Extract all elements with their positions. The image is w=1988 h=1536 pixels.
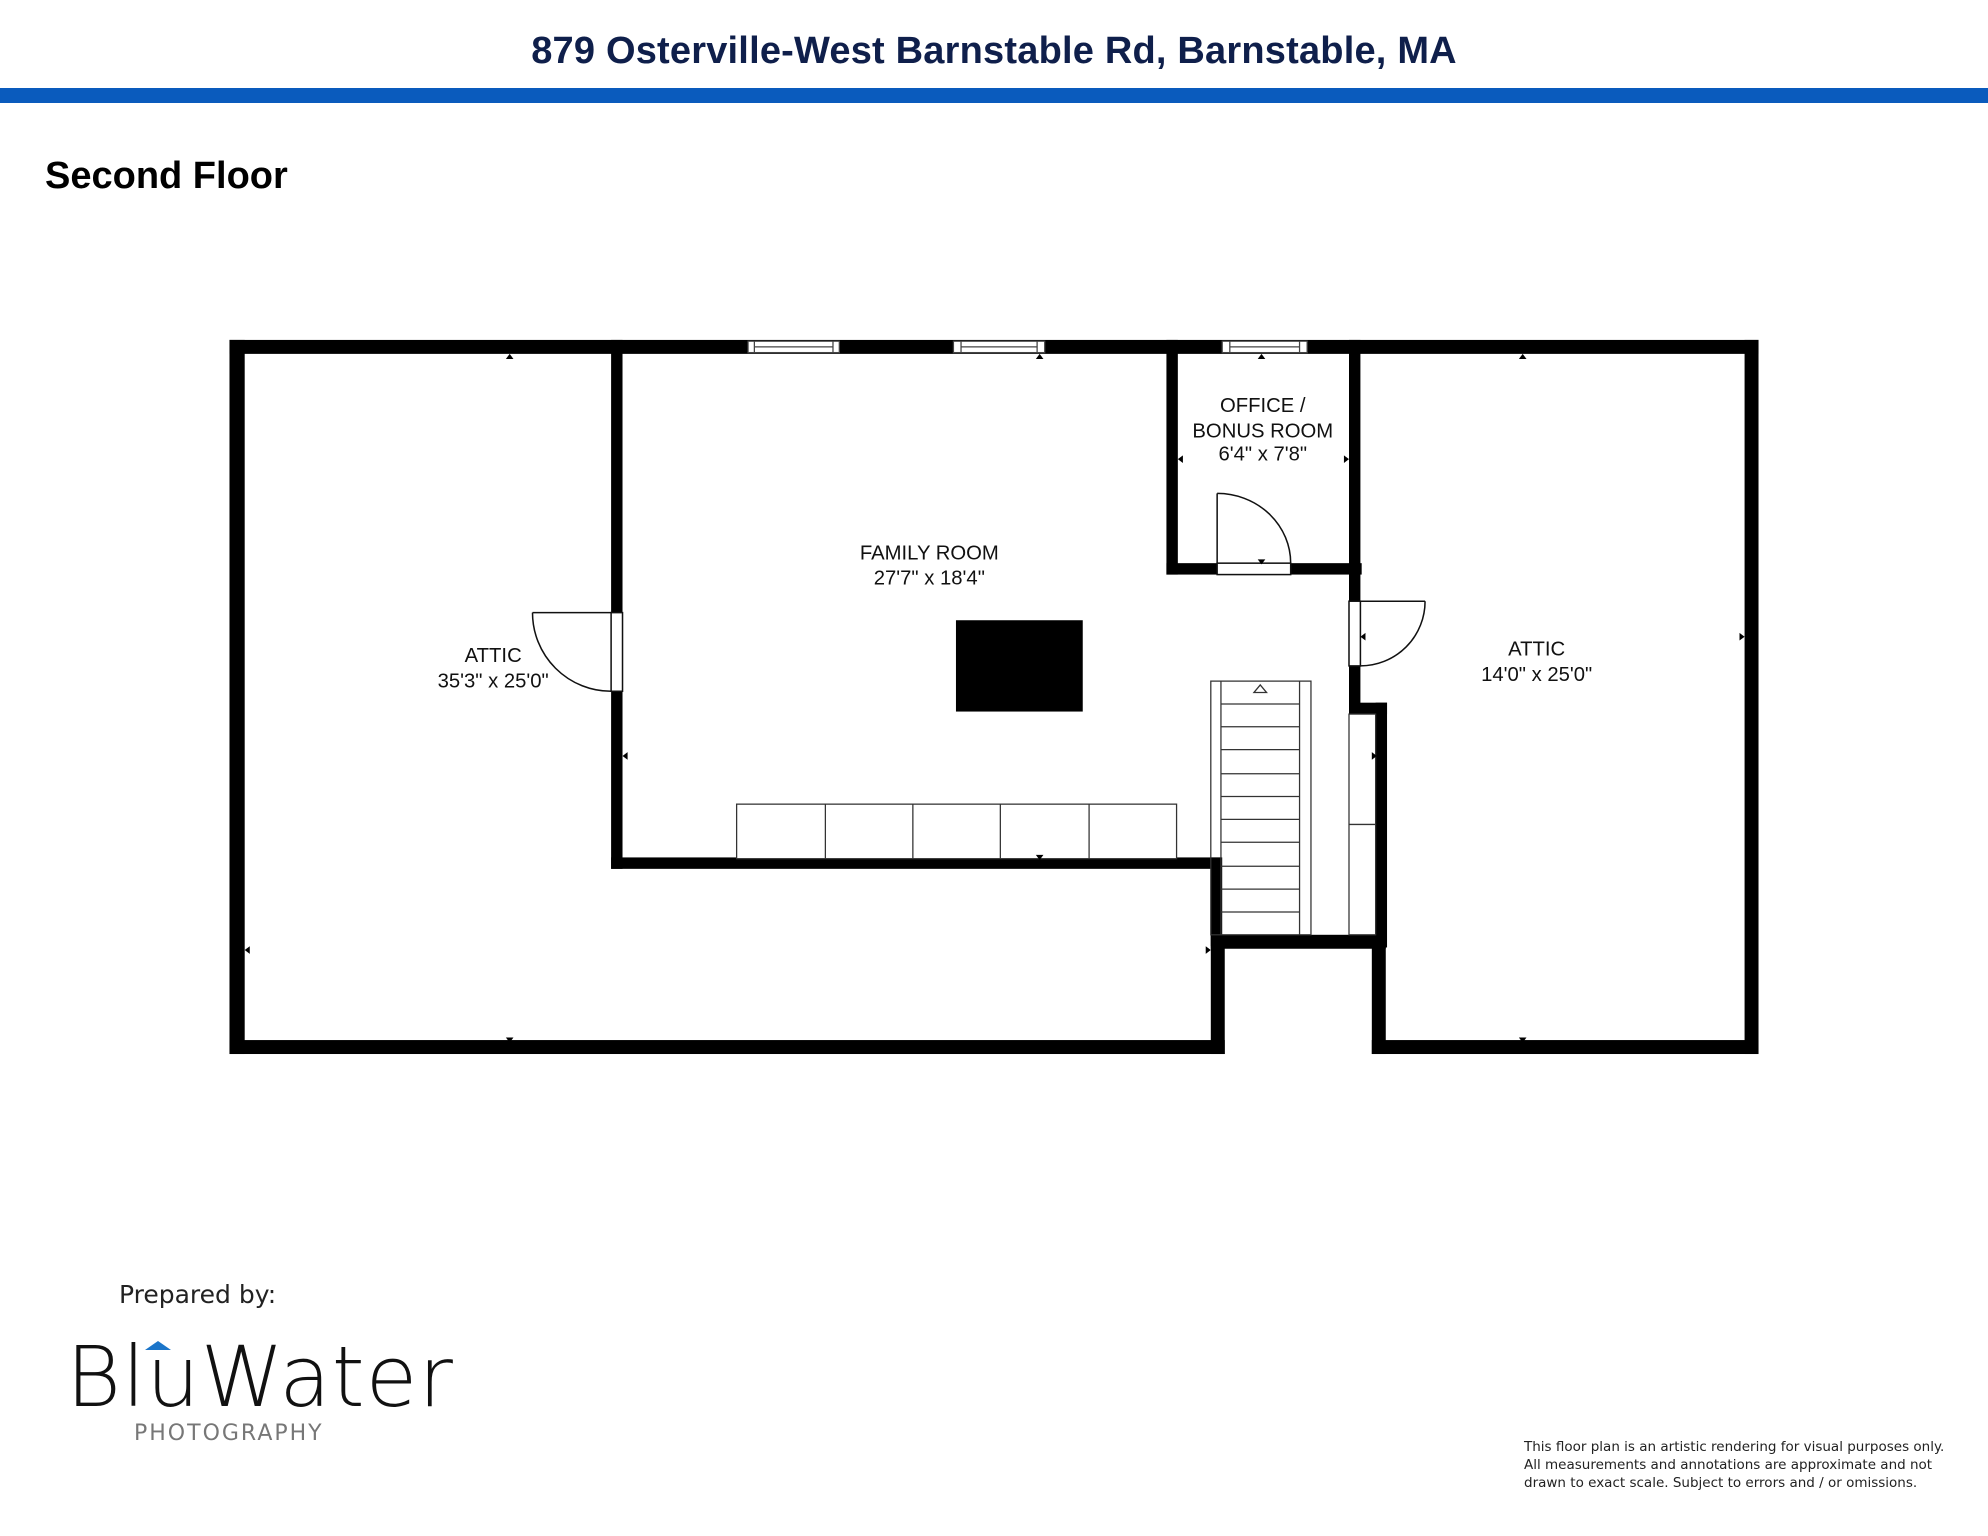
dimension-markers xyxy=(244,353,1745,1043)
room-family-room: FAMILY ROOM 27'7" x 18'4" xyxy=(860,542,999,589)
stair-up-arrow-icon xyxy=(1252,683,1268,694)
attic-right-door xyxy=(1348,600,1426,667)
svg-text:BONUS ROOM: BONUS ROOM xyxy=(1192,421,1333,443)
svg-text:6'4" x 7'8": 6'4" x 7'8" xyxy=(1218,443,1307,465)
floor-title: Second Floor xyxy=(45,155,288,197)
svg-text:ATTIC: ATTIC xyxy=(465,645,522,667)
window-3 xyxy=(1221,340,1308,354)
window-1 xyxy=(747,340,840,354)
staircase xyxy=(1210,680,1377,936)
svg-text:OFFICE /: OFFICE / xyxy=(1220,395,1306,417)
logo-roof-icon xyxy=(145,1341,171,1350)
svg-text:14'0" x 25'0": 14'0" x 25'0" xyxy=(1481,664,1592,686)
chimney-block xyxy=(955,620,1083,712)
svg-text:FAMILY ROOM: FAMILY ROOM xyxy=(860,542,999,564)
room-attic-right: ATTIC 14'0" x 25'0" xyxy=(1481,639,1592,686)
walls xyxy=(229,339,1759,1055)
disclaimer-text: This floor plan is an artistic rendering… xyxy=(1524,1439,1945,1491)
window-2 xyxy=(952,340,1046,354)
svg-text:35'3" x 25'0": 35'3" x 25'0" xyxy=(438,670,549,692)
svg-text:27'7" x 18'4": 27'7" x 18'4" xyxy=(874,568,985,590)
doors xyxy=(531,492,1426,693)
room-office-bonus: OFFICE / BONUS ROOM 6'4" x 7'8" xyxy=(1192,395,1333,465)
logo-wordmark: BluWater xyxy=(66,1328,454,1426)
logo-subtitle: PHOTOGRAPHY xyxy=(134,1421,324,1446)
svg-text:ATTIC: ATTIC xyxy=(1508,639,1565,661)
room-attic-left: ATTIC 35'3" x 25'0" xyxy=(438,645,549,692)
office-door xyxy=(1216,492,1292,576)
header-divider-bar xyxy=(0,88,1988,103)
built-in-cabinets xyxy=(735,803,1178,860)
prepared-by-label: Prepared by: xyxy=(119,1280,277,1309)
bluwater-logo: BluWater PHOTOGRAPHY xyxy=(66,1328,454,1446)
attic-left-door xyxy=(531,611,624,693)
windows xyxy=(747,340,1308,354)
property-address-title: 879 Osterville-West Barnstable Rd, Barns… xyxy=(531,30,1457,72)
